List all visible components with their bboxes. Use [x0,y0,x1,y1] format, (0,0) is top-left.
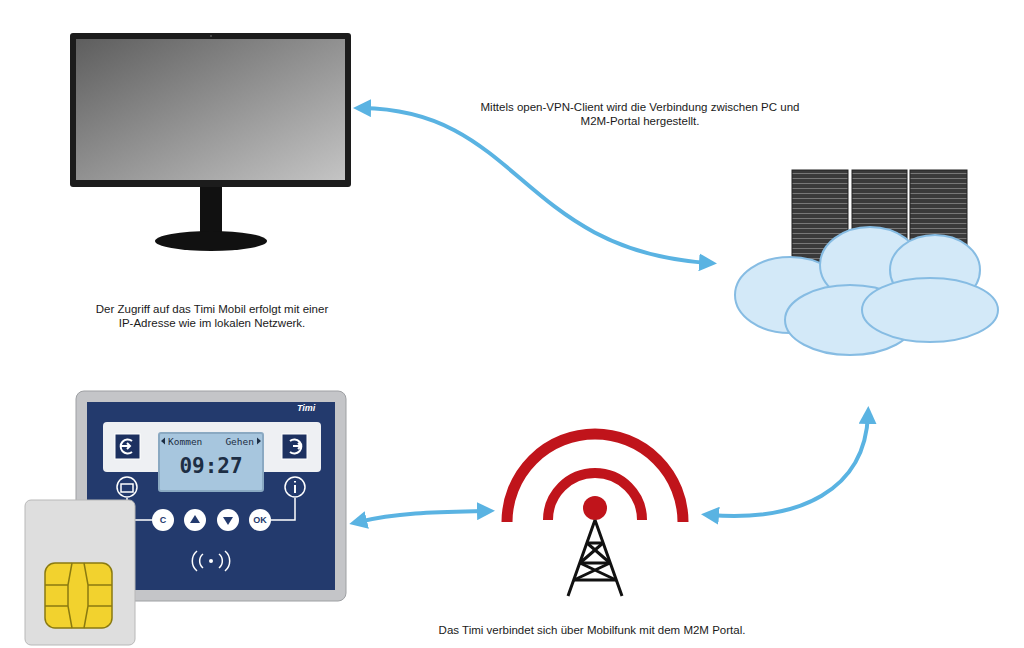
screen-text: Kommen [168,436,202,447]
monitor [70,33,351,251]
caption-note: Das Timi verbindet sich über Mobilfunk m… [382,623,802,637]
button-label: OK [253,515,267,525]
device-housing [75,390,347,602]
round-button: C [152,509,174,531]
screen-text: Gehen [225,436,254,447]
lcd-screen: Kommen Gehen 09:27 [158,432,264,492]
caption-note: Der Zugriff auf das Timi Mobil erfolgt m… [87,302,337,330]
timi-device: Kommen Gehen 09:27C OK Timi [75,390,347,602]
caption-note: Mittels open-VPN-Client wird die Verbind… [475,100,805,128]
brand-name: Timi [297,403,315,413]
round-button: OK [249,509,271,531]
radio-tower [507,434,683,596]
clock-display: 09:27 [160,454,262,478]
connection-arrows [358,108,868,522]
cloud [735,227,998,355]
button-label: C [160,515,167,525]
